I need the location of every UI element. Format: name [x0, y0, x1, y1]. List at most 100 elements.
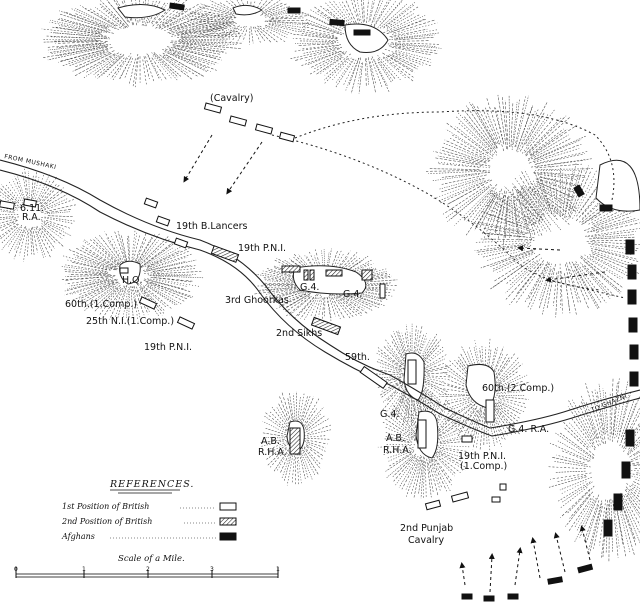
hachure-stroke — [423, 364, 451, 373]
hachure-stroke — [392, 453, 417, 477]
hachure-stroke — [605, 392, 609, 440]
hachure-stroke — [433, 456, 453, 482]
hachure-stroke — [384, 426, 416, 441]
hachure-stroke — [197, 6, 235, 17]
hachure-stroke — [392, 43, 437, 47]
hachure-stroke — [70, 279, 115, 295]
hachure-stroke — [587, 217, 637, 233]
hachure-stroke — [620, 501, 637, 547]
hachure-stroke — [476, 106, 497, 144]
hachure-stroke — [599, 499, 607, 546]
hachure-stroke — [74, 53, 116, 77]
hachure-stroke — [487, 249, 525, 261]
hachure-stroke — [147, 279, 186, 290]
hachure-stroke — [480, 238, 533, 240]
hachure-stroke — [109, 286, 126, 320]
hachure-stroke — [276, 293, 307, 309]
hachure-stroke — [342, 293, 372, 308]
hachure-stroke — [99, 5, 126, 29]
hachure-stroke — [351, 57, 362, 94]
hachure-stroke — [455, 126, 494, 157]
hachure-stroke — [0, 223, 18, 237]
hachure-stroke — [262, 282, 306, 285]
hachure-stroke — [508, 95, 510, 148]
hachure-stroke — [596, 391, 606, 444]
hachure-stroke — [571, 261, 598, 309]
hachure-stroke — [585, 228, 640, 237]
hachure-stroke — [143, 237, 171, 263]
hachure-stroke — [67, 259, 111, 271]
hachure-stroke — [339, 294, 368, 314]
hachure-stroke — [511, 101, 518, 151]
hachure-stroke — [106, 237, 124, 264]
hachure-stroke — [621, 399, 635, 437]
hachure-stroke — [152, 271, 202, 275]
hachure-stroke — [393, 19, 435, 34]
hachure-stroke — [260, 3, 287, 16]
hachure-stroke — [110, 234, 125, 263]
hachure-stroke — [261, 289, 305, 300]
hachure-stroke — [84, 286, 115, 308]
hachure-stroke — [560, 481, 587, 495]
hachure-stroke — [54, 26, 101, 35]
hachure-stroke — [483, 408, 485, 446]
hachure-stroke — [106, 57, 125, 78]
hachure-stroke — [493, 357, 519, 386]
hachure-stroke — [306, 22, 340, 34]
hachure-stroke — [147, 54, 162, 81]
hachure-stroke — [0, 216, 19, 221]
hachure-stroke — [201, 3, 234, 15]
hachure-stroke — [141, 246, 174, 269]
hachure-stroke — [189, 13, 232, 19]
hachure-stroke — [500, 399, 528, 409]
hachure-stroke — [262, 270, 306, 281]
hachure-stroke — [84, 282, 120, 311]
hachure-stroke — [335, 294, 362, 317]
hachure-stroke — [5, 184, 20, 202]
hachure-stroke — [8, 181, 23, 204]
scale-tick-0: 0 — [14, 566, 18, 573]
hachure-stroke — [143, 56, 150, 80]
hachure-stroke — [318, 298, 323, 317]
hachure-stroke — [434, 445, 471, 448]
arrow-cavalry-2 — [226, 141, 263, 195]
hachure-stroke — [418, 456, 424, 494]
hachure-stroke — [135, 0, 139, 23]
hachure-stroke — [435, 157, 483, 166]
hachure-stroke — [422, 372, 450, 375]
hachure-stroke — [440, 171, 491, 178]
hachure-stroke — [72, 52, 112, 72]
hachure-stroke — [41, 220, 72, 237]
hachure-stroke — [181, 26, 225, 34]
hachure-stroke — [169, 14, 221, 31]
hachure-stroke — [587, 231, 636, 238]
hachure-stroke — [385, 56, 415, 79]
hachure-stroke — [569, 170, 592, 218]
hachure-stroke — [498, 396, 529, 400]
hachure-stroke — [401, 459, 418, 490]
hachure-stroke — [31, 227, 35, 255]
hachure-stroke — [384, 48, 432, 67]
hachure-stroke — [265, 288, 301, 295]
hachure-stroke — [59, 13, 111, 31]
hachure-stroke — [441, 177, 485, 193]
label-g4-ra: G.4. R.A. — [508, 424, 549, 435]
hachure-stroke — [44, 216, 75, 222]
hachure-stroke — [464, 116, 493, 150]
hachure-stroke — [104, 231, 124, 264]
hachure-stroke — [396, 32, 440, 39]
hachure-stroke — [301, 443, 321, 465]
hachure-stroke — [147, 247, 190, 268]
hachure-stroke — [433, 150, 480, 163]
hachure-stroke — [527, 263, 548, 301]
hachure-stroke — [521, 186, 552, 227]
arrow-south-4 — [530, 537, 541, 579]
hachure-stroke — [626, 494, 640, 515]
label-ab-rha-1a: A.B. — [261, 436, 280, 447]
hachure-stroke — [298, 450, 306, 479]
hachure-stroke — [261, 432, 288, 437]
hachure-stroke — [130, 228, 136, 265]
hachure-stroke — [574, 496, 595, 528]
hachure-stroke — [285, 295, 310, 313]
hachure-stroke — [27, 228, 30, 257]
